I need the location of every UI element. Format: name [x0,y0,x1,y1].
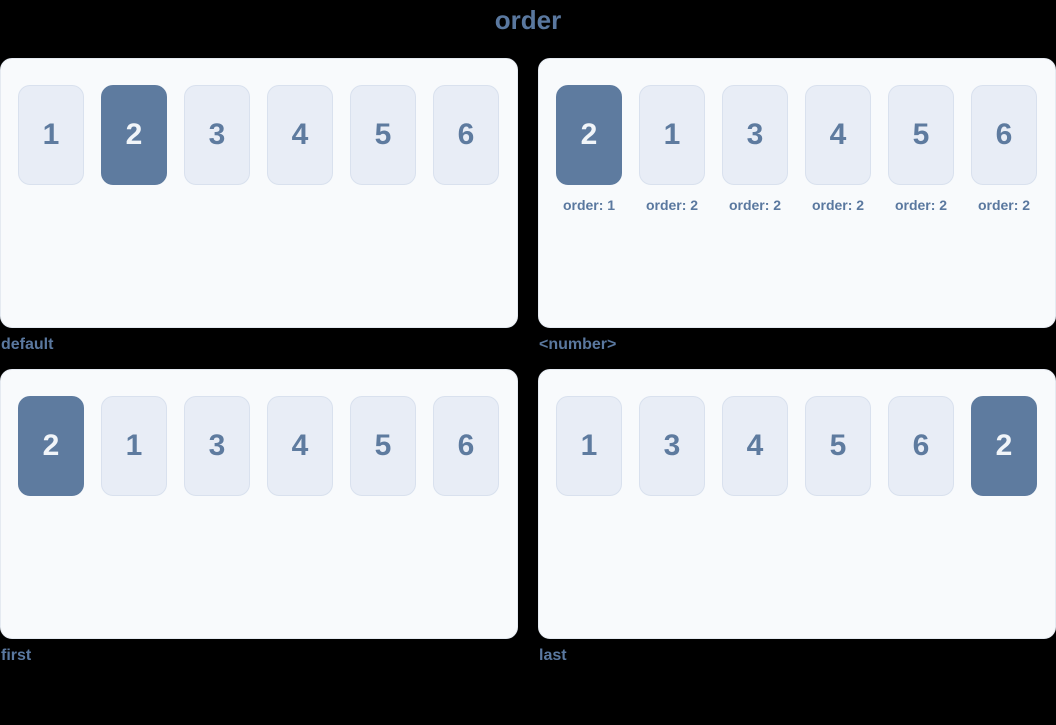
flex-item: 3 [184,85,250,185]
flex-item: 3 [184,396,250,496]
example-number: 2 order: 1 1 order: 2 3 order: 2 4 order… [538,58,1056,369]
flex-item: 6 [433,396,499,496]
order-label: order: 1 [562,197,616,213]
flex-item: 5 [350,85,416,185]
flex-item: 4 [267,85,333,185]
flex-item-group: 1 order: 2 [639,85,705,212]
flex-item-active: 2 [971,396,1037,496]
flex-item: 4 [722,396,788,496]
order-label: order: 2 [728,197,782,213]
flex-item-group: 2 order: 1 [556,85,622,212]
order-label: order: 2 [977,197,1031,213]
order-label: order: 2 [894,197,948,213]
flex-item: 5 [350,396,416,496]
panel-caption: last [539,647,567,664]
flex-item: 3 [639,396,705,496]
flex-item-active: 2 [101,85,167,185]
panel-caption: default [1,336,54,353]
flex-item: 5 [805,396,871,496]
panel-last: 1 3 4 5 6 2 [538,369,1056,639]
page-title: order [494,5,562,35]
flex-item-group: 6 order: 2 [971,85,1037,212]
panel-default: 1 2 3 4 5 6 [0,58,518,328]
flex-item: 6 [971,85,1037,185]
flex-item: 6 [888,396,954,496]
flex-item-group: 4 order: 2 [805,85,871,212]
flex-item: 5 [888,85,954,185]
example-default: 1 2 3 4 5 6 default [0,58,518,369]
flex-item: 1 [18,85,84,185]
flex-item: 1 [639,85,705,185]
flex-item: 1 [101,396,167,496]
flex-item: 1 [556,396,622,496]
flex-item-active: 2 [18,396,84,496]
panel-first: 2 1 3 4 5 6 [0,369,518,639]
demo-grid: 1 2 3 4 5 6 default 2 order: 1 1 order: … [0,58,1056,680]
flex-item-active: 2 [556,85,622,185]
panel-number: 2 order: 1 1 order: 2 3 order: 2 4 order… [538,58,1056,328]
flex-item: 4 [267,396,333,496]
example-last: 1 3 4 5 6 2 last [538,369,1056,680]
order-label: order: 2 [645,197,699,213]
panel-caption: first [1,647,32,664]
flex-item-group: 5 order: 2 [888,85,954,212]
order-label: order: 2 [811,197,865,213]
panel-caption: <number> [539,336,617,353]
flex-item: 3 [722,85,788,185]
flex-item: 4 [805,85,871,185]
flex-item-group: 3 order: 2 [722,85,788,212]
flex-item: 6 [433,85,499,185]
example-first: 2 1 3 4 5 6 first [0,369,518,680]
